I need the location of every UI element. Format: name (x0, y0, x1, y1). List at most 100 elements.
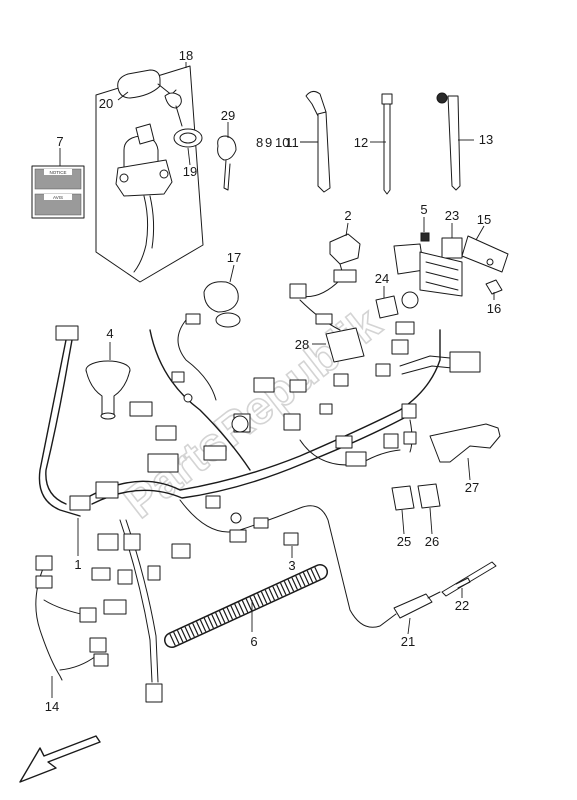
key-2 (164, 92, 182, 109)
spare-key (217, 135, 237, 191)
fuse-small (420, 232, 430, 242)
connector-k (319, 403, 333, 415)
connector-n (345, 451, 367, 467)
callout-28: 28 (295, 337, 309, 352)
tie-strap-13 (447, 95, 461, 191)
connector-26 (417, 483, 441, 509)
callout-21: 21 (401, 634, 415, 649)
leader-27 (467, 457, 471, 481)
power-socket-17 (203, 281, 241, 328)
tube-inner (165, 565, 327, 647)
harness-connectors (55, 269, 481, 703)
connector-aj (205, 495, 221, 509)
probe-22 (441, 561, 497, 597)
connector-top-left (55, 325, 79, 341)
connector-ab (123, 533, 141, 551)
grommet-a (183, 393, 193, 403)
sub-connector-b (35, 575, 53, 589)
bracket-27 (429, 423, 501, 463)
callout-5: 5 (420, 202, 427, 217)
tie-head (381, 93, 393, 105)
connector-ad (229, 529, 247, 543)
cable-tie-12 (381, 93, 393, 195)
nut-ring-hole (179, 132, 197, 144)
sensor-21 (393, 593, 433, 619)
connector-24 (375, 295, 399, 319)
switch-key-insert (135, 123, 155, 145)
cable-clamp-11 (305, 90, 331, 193)
harness-branch-a (149, 329, 251, 471)
decal-top-label: NOTICE (49, 170, 66, 175)
leader-17 (229, 264, 235, 283)
callout-labels: 18 20 19 29 7 8 9 10 11 12 13 2 5 23 15 … (45, 48, 501, 714)
leader-20 (117, 91, 129, 101)
callout-13: 13 (479, 132, 493, 147)
connector-d (155, 425, 177, 441)
socket-body (203, 281, 239, 313)
connector-f (203, 445, 227, 461)
callout-9: 9 (265, 135, 272, 150)
assembly-outline (95, 65, 204, 283)
callout-22: 22 (455, 598, 469, 613)
leader-2 (345, 222, 349, 237)
callout-11: 11 (285, 135, 299, 150)
connector-ag (117, 569, 133, 585)
callout-27: 27 (465, 480, 479, 495)
fuse-slots (425, 261, 459, 291)
connector-z (95, 481, 119, 499)
connector-y (69, 495, 91, 511)
connector-m (335, 435, 353, 449)
callout-29: 29 (221, 108, 235, 123)
sub-harness-14 (35, 555, 109, 681)
connector-c (129, 401, 153, 417)
leader-19 (187, 147, 191, 166)
clamp-strap (317, 111, 331, 193)
connector-a (185, 313, 201, 325)
leader-21 (407, 617, 411, 635)
connector-i (289, 379, 307, 393)
connector-af (91, 567, 111, 581)
connector-b (171, 371, 185, 383)
callout-16: 16 (487, 301, 501, 316)
relay-23 (441, 237, 463, 259)
decal-bottom-header (44, 194, 72, 200)
callout-15: 15 (477, 212, 491, 227)
boot-4 (85, 360, 131, 420)
callout-26: 26 (425, 534, 439, 549)
sensor-tip (427, 591, 441, 599)
relay-28 (325, 327, 365, 363)
switch-lead-wire-2 (149, 195, 155, 249)
key-2-blade (175, 105, 183, 127)
sub-connector-e (93, 653, 109, 667)
callout-23: 23 (445, 208, 459, 223)
harness-trunk-left-2 (45, 339, 73, 505)
cable-tie-13 (436, 92, 461, 191)
callout-20: 20 (99, 96, 113, 111)
connector-u (403, 431, 417, 445)
callout-8: 8 (256, 135, 263, 150)
decal-bottom-label: AVIS (53, 195, 63, 200)
connector-ai (147, 565, 161, 581)
switch-lead-wire (133, 195, 149, 273)
callout-10: 10 (275, 135, 289, 150)
callout-2: 2 (344, 208, 351, 223)
leader-26 (429, 507, 433, 535)
connector-v (289, 283, 307, 299)
callout-6: 6 (250, 634, 257, 649)
switch-base (115, 159, 173, 197)
sub-harness-branch-2 (59, 655, 97, 671)
harness-branch-b (177, 319, 217, 401)
connector-w (315, 313, 333, 325)
leader-15 (475, 225, 485, 241)
boot-body (85, 369, 131, 417)
fuse-3 (283, 532, 299, 546)
ignition-switch-assembly (95, 65, 204, 283)
sub-connector-a (35, 555, 53, 571)
connector-e (147, 453, 179, 473)
callout-4: 4 (106, 326, 113, 341)
connector-s (401, 403, 417, 419)
connector-l (333, 373, 349, 387)
spare-key-blade (223, 159, 231, 191)
connector-g (253, 377, 275, 393)
